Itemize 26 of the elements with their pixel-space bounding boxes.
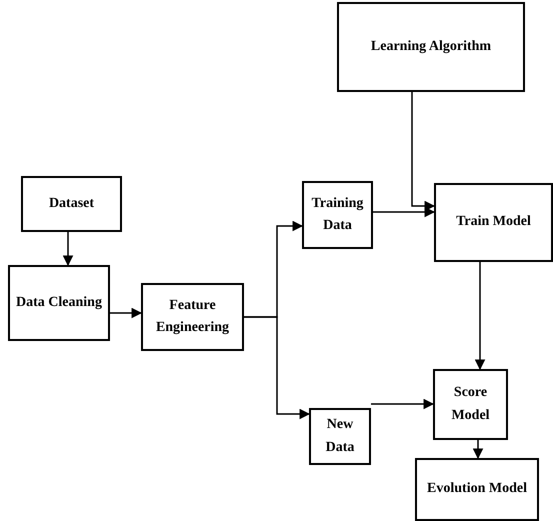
box-label: Evolution Model [427,480,527,498]
process-box [309,408,371,465]
process-box [434,183,553,262]
process-box [141,283,244,351]
arrow [62,232,74,266]
box-label: Learning Algorithm [370,38,492,56]
process-box [433,369,508,440]
arrow [110,308,142,318]
process-box [302,181,373,249]
arrow [472,440,484,460]
box-label: New Data [324,416,356,456]
box-label: Training Data [310,194,364,235]
process-box [21,176,122,232]
process-box [8,265,110,341]
process-box [337,2,525,92]
arrow [474,262,486,370]
arrow [244,316,310,420]
arrow [411,92,436,212]
box-label: Train Model [456,213,531,232]
box-label: Feature Engineering [154,296,230,337]
box-label: Score Model [450,384,491,424]
arrow [371,398,434,410]
box-label: Data Cleaning [16,294,102,312]
arrow [373,206,436,218]
box-label: Dataset [48,194,94,213]
process-box [415,458,539,521]
